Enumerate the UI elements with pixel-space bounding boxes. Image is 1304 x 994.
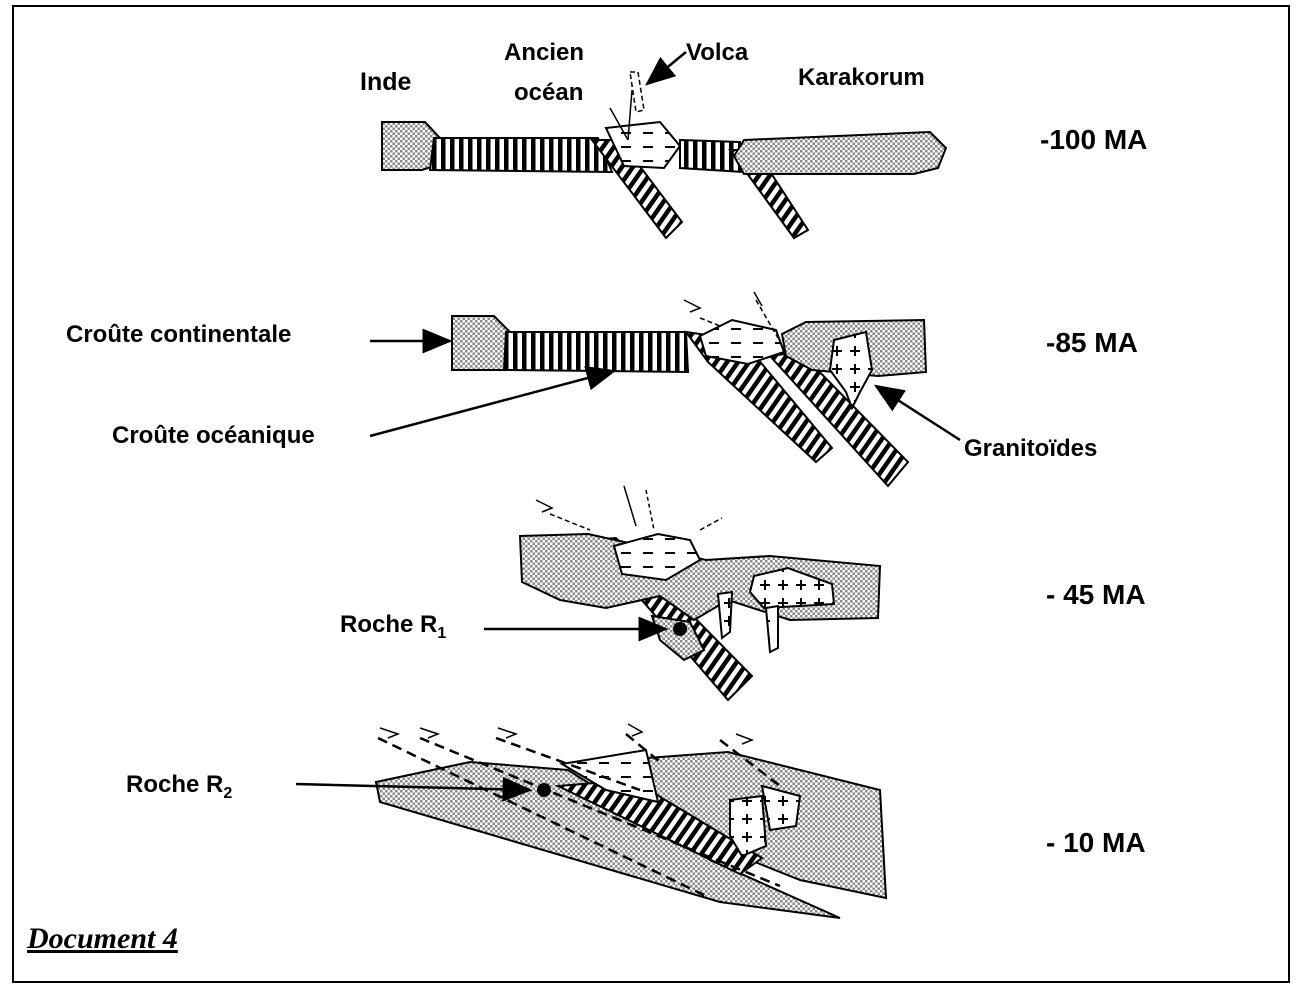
stage-100ma: Inde Ancien océan Volca Karakorum -100 M… — [360, 39, 1147, 240]
roche-r2-point — [537, 783, 551, 797]
label-ocean: océan — [514, 79, 583, 106]
label-roche-r2: Roche R2 — [126, 771, 232, 802]
age-label-45: - 45 MA — [1046, 579, 1146, 610]
stage-85ma: Croûte continentale Croûte océanique Gra… — [66, 291, 1138, 488]
granitoid-dyke-1 — [716, 590, 734, 640]
age-label-100: -100 MA — [1040, 124, 1147, 155]
label-inde: Inde — [360, 68, 411, 96]
arrow-croute-oceanique — [369, 366, 617, 438]
granitoid-body — [828, 330, 874, 411]
ocean-sediment-wedge — [698, 318, 786, 366]
ocean-crust — [502, 331, 690, 374]
granitoid-body-2 — [760, 784, 802, 832]
arrow-granitoides — [873, 384, 961, 442]
label-volca: Volca — [686, 39, 749, 66]
granitoid-body-1 — [729, 794, 768, 858]
label-croute-continentale: Croûte continentale — [66, 321, 291, 348]
granitoid-body — [748, 566, 836, 610]
ocean-sediment-wedge — [612, 532, 702, 582]
stage-45ma: Roche R1 - 45 MA — [340, 485, 1146, 702]
label-karakorum: Karakorum — [798, 64, 925, 91]
continental-crust-block — [518, 532, 882, 622]
age-label-10: - 10 MA — [1046, 827, 1146, 858]
volcano-conduit — [629, 71, 645, 113]
granitoid-dyke-2 — [764, 604, 779, 654]
age-label-85: -85 MA — [1046, 327, 1138, 358]
karakorum-continental-crust — [732, 130, 948, 175]
document-title: Document 4 — [27, 922, 178, 955]
arrow-roche-r2 — [295, 776, 533, 802]
lower-plate-wedge — [374, 760, 841, 919]
document-frame — [12, 5, 1290, 983]
volca-arrow — [645, 51, 687, 86]
label-croute-oceanique: Croûte océanique — [112, 422, 315, 449]
label-ancien: Ancien — [504, 39, 584, 66]
label-roche-r1: Roche R1 — [340, 611, 446, 642]
india-continental-crust — [451, 315, 514, 371]
label-granitoides: Granitoïdes — [964, 435, 1097, 462]
roche-r1-point — [673, 622, 687, 636]
ocean-crust-left — [428, 137, 614, 174]
stage-10ma: Roche R2 - 10 MA — [126, 723, 1146, 919]
